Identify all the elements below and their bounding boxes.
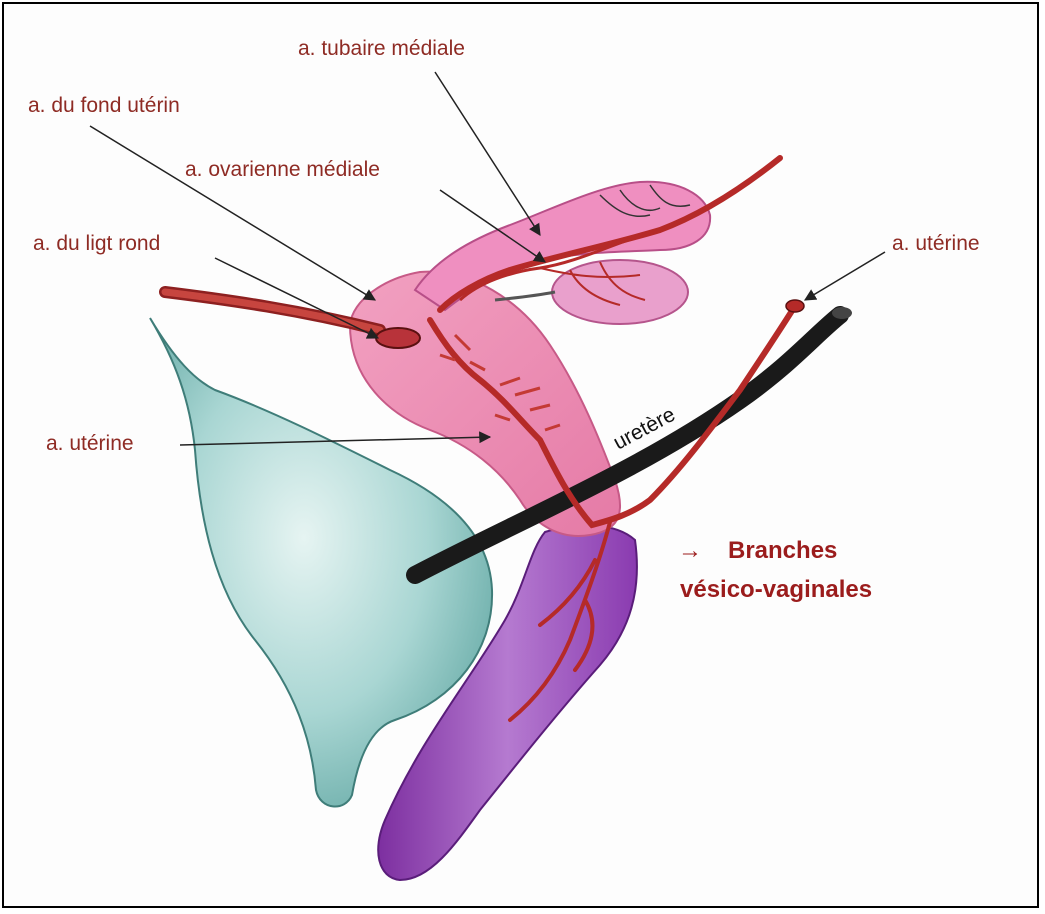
ovary-shape bbox=[551, 259, 689, 325]
label-ligt-rond: a. du ligt rond bbox=[33, 232, 160, 255]
bladder-shape bbox=[149, 317, 494, 808]
label-branches-arrow: → bbox=[678, 537, 702, 564]
label-branches-line2: vésico-vaginales bbox=[680, 576, 872, 603]
ovarian-artery bbox=[437, 155, 783, 313]
leader-ligt-rond bbox=[214, 257, 380, 339]
ureter-shape bbox=[406, 306, 849, 584]
leader-tubaire bbox=[434, 71, 541, 237]
vagina-shape bbox=[377, 524, 638, 882]
label-tubaire-mediale: a. tubaire médiale bbox=[298, 37, 465, 60]
ovarian-branches bbox=[539, 261, 646, 306]
label-fond-uterin: a. du fond utérin bbox=[28, 94, 180, 117]
leader-ovarienne bbox=[439, 189, 546, 263]
label-uterine-right: a. utérine bbox=[892, 232, 980, 255]
label-branches-line1: Branches bbox=[728, 537, 837, 564]
leader-uterine-right bbox=[803, 251, 886, 301]
uterine-artery bbox=[427, 303, 798, 529]
ovary-ligament bbox=[494, 290, 556, 302]
round-ligament-node bbox=[375, 327, 421, 349]
vesico-vaginal-branches bbox=[508, 520, 612, 722]
tube-fimbria bbox=[599, 184, 691, 217]
leader-fond-uterin bbox=[89, 125, 377, 301]
label-ovarienne-mediale: a. ovarienne médiale bbox=[185, 158, 380, 181]
label-uterine-left: a. utérine bbox=[46, 432, 134, 455]
uterine-arcuate-branches bbox=[439, 333, 561, 432]
leader-uterine-left bbox=[179, 431, 492, 446]
